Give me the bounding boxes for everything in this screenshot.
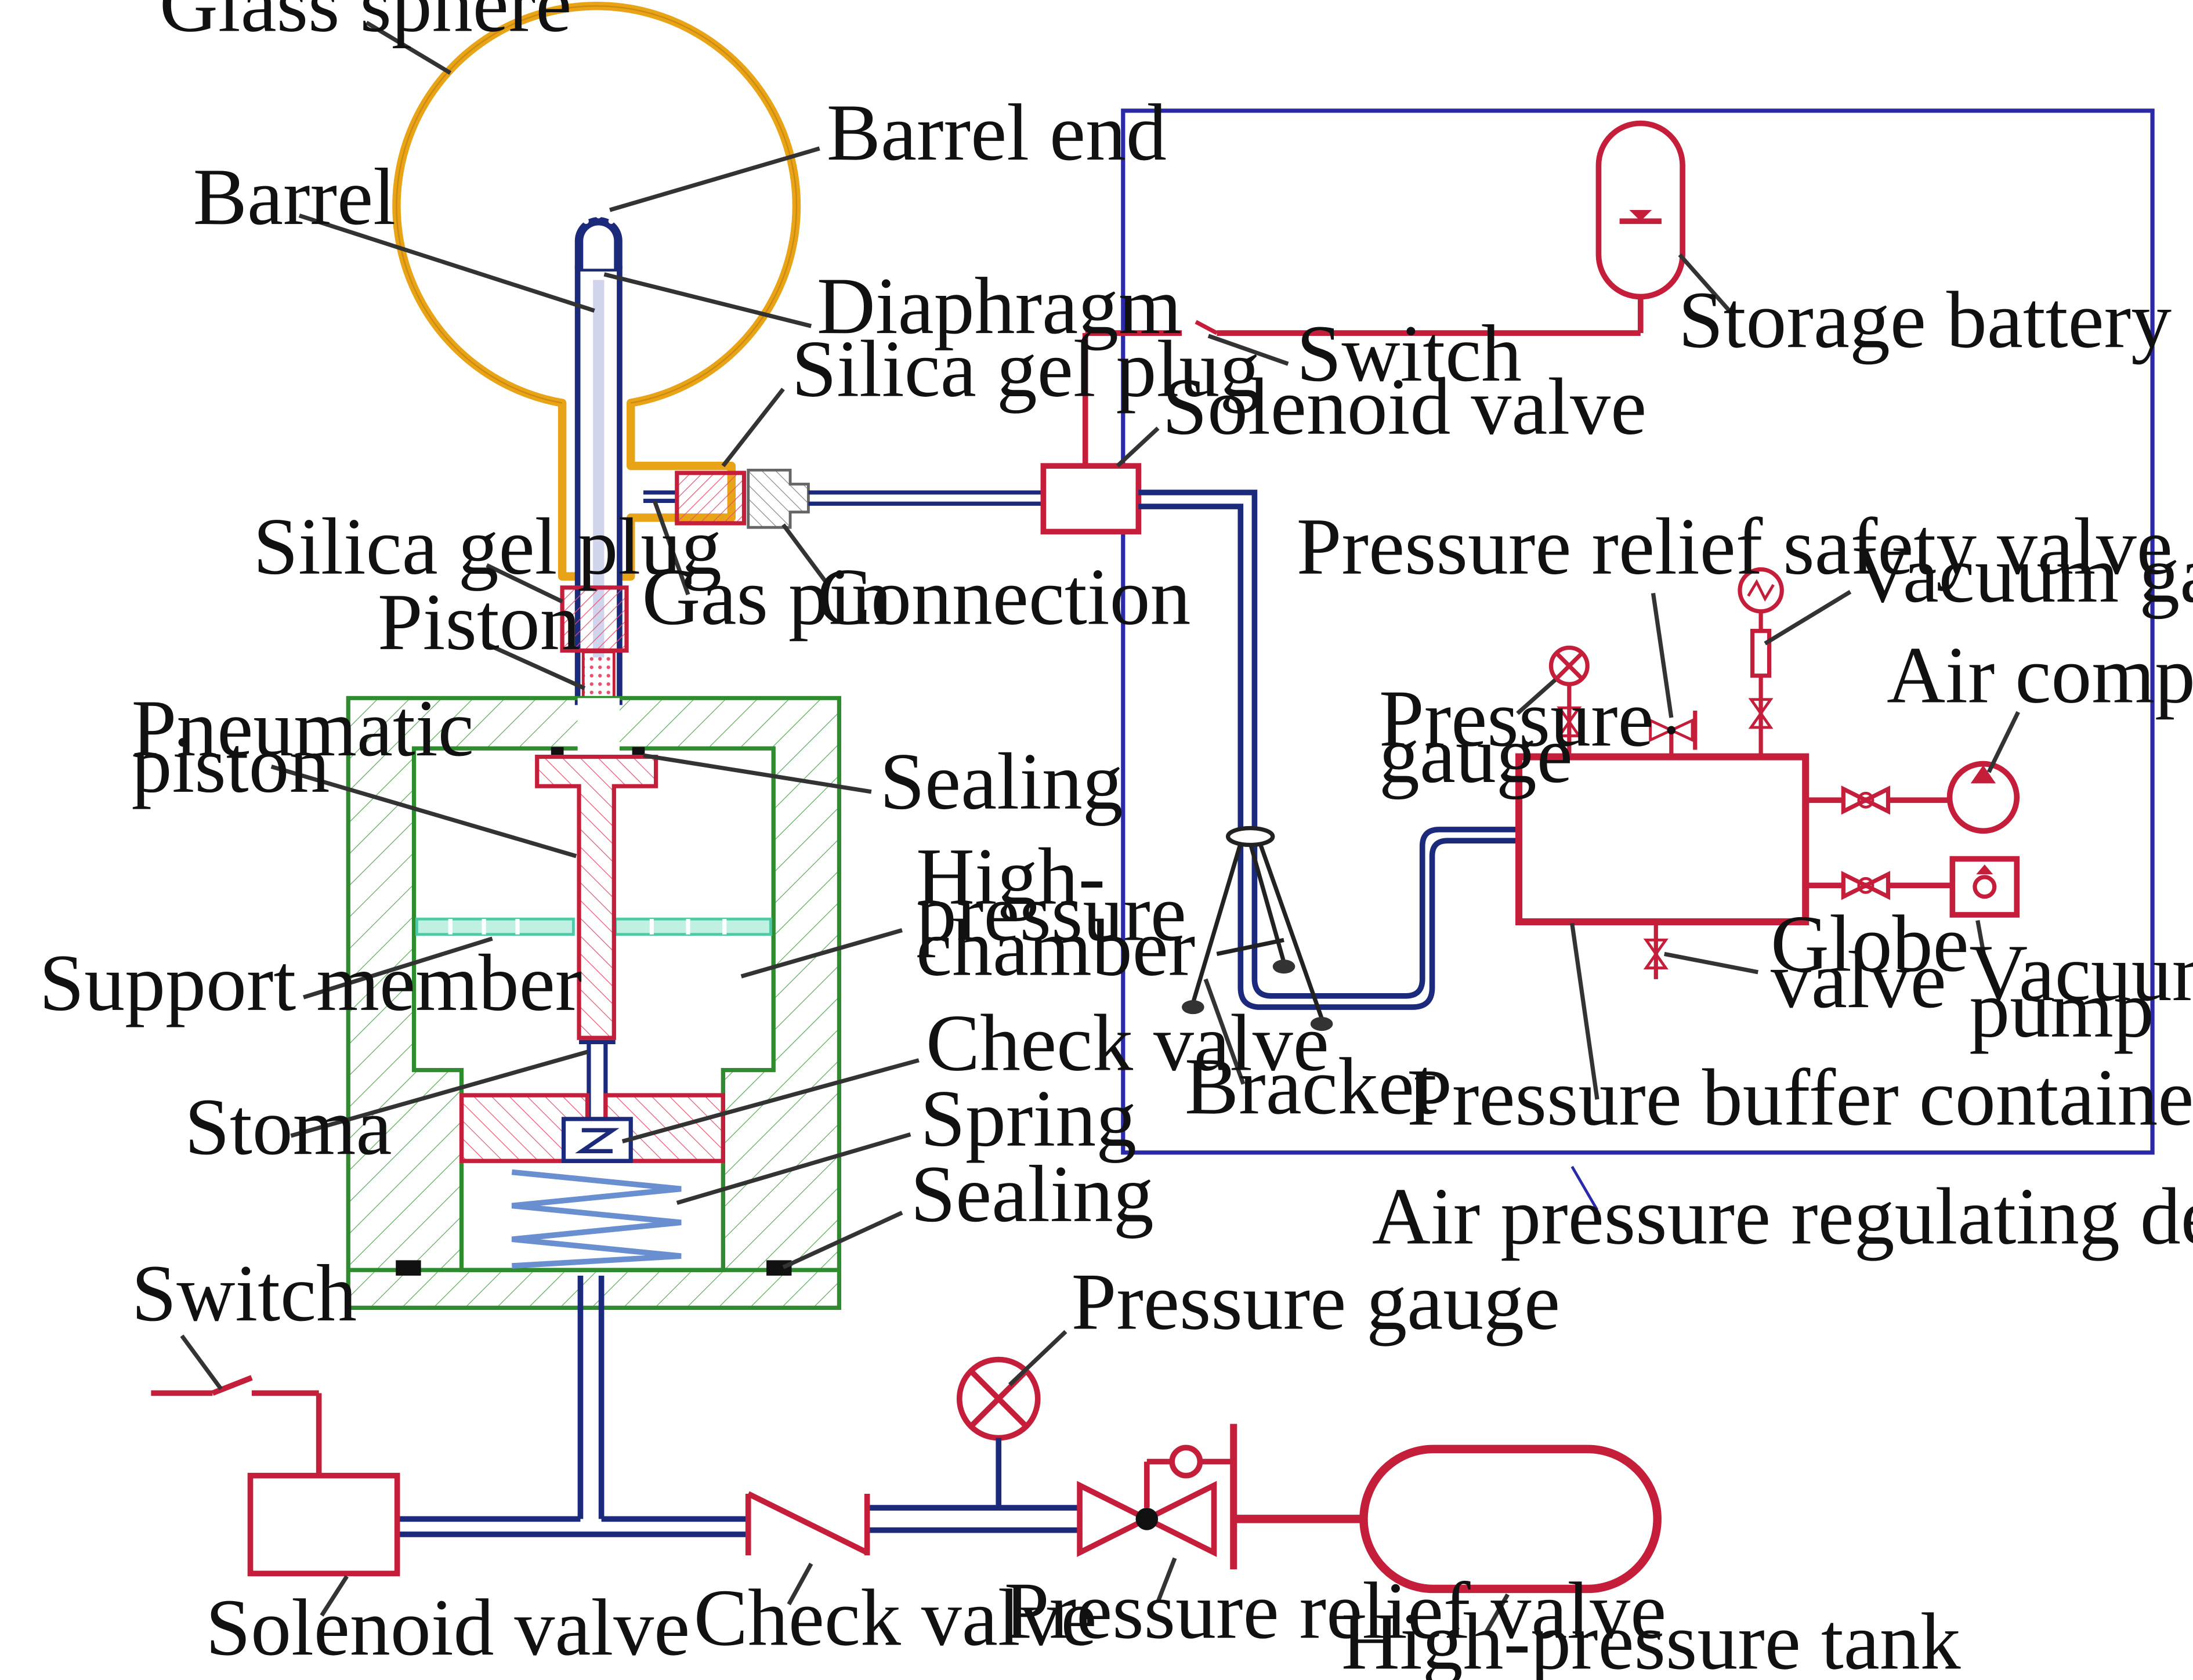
sealing-bottom-right bbox=[766, 1260, 792, 1276]
label-silica-gel-plug-left: Silica gel plug bbox=[253, 502, 722, 592]
support-member bbox=[415, 917, 772, 936]
label-bracket: Bracket bbox=[1185, 1041, 1437, 1131]
vacuum-gauge bbox=[1738, 567, 1784, 757]
label-pressure-gauge-right-1: Pressure bbox=[1379, 674, 1654, 763]
label-high-pressure-tank: High-pressure tank bbox=[1341, 1596, 1961, 1680]
label-storage-battery: Storage battery bbox=[1678, 275, 2172, 365]
label-vacuum-gauge: Vacuum gauge bbox=[1853, 530, 2193, 620]
labels: Glass sphere Barrel end Barrel Diaphragm… bbox=[39, 0, 2193, 1680]
spring bbox=[511, 1169, 682, 1269]
label-pressure-relief-safety-valve: Pressure relief safety valve bbox=[1297, 502, 2173, 592]
label-glass-sphere: Glass sphere bbox=[160, 0, 572, 49]
switch-bottom bbox=[151, 1375, 322, 1476]
label-switch-top: Switch bbox=[1297, 309, 1522, 399]
label-pneumatic-piston-1: Pneumatic bbox=[132, 683, 474, 773]
main-pipe bbox=[399, 1275, 1080, 1537]
pressure-gauge-right bbox=[1548, 645, 1590, 757]
label-pressure-gauge-bottom: Pressure gauge bbox=[1072, 1257, 1560, 1347]
label-high-pressure-chamber-3: chamber bbox=[916, 903, 1195, 993]
check-valve-internal bbox=[561, 1117, 633, 1163]
side-port bbox=[643, 468, 1042, 529]
label-pressure-buffer-container: Pressure buffer container bbox=[1407, 1053, 2193, 1143]
connection-fitting bbox=[747, 468, 810, 529]
sealing-top-right bbox=[632, 747, 645, 757]
sealing-bottom-left bbox=[396, 1260, 421, 1276]
label-check-valve-upper: Check valve bbox=[926, 998, 1329, 1088]
label-connection: Connection bbox=[817, 552, 1191, 642]
pressure-gauge-bottom bbox=[956, 1356, 1041, 1508]
label-vacuum-pump-2: pump bbox=[1969, 965, 2154, 1055]
label-solenoid-valve-top: Solenoid valve bbox=[1162, 362, 1646, 452]
label-globe-valve-2: valve bbox=[1771, 935, 1946, 1025]
label-air-compressor: Air compressor bbox=[1887, 631, 2193, 720]
leader-lines bbox=[180, 20, 2020, 1635]
label-spring: Spring bbox=[920, 1074, 1137, 1164]
label-diaphragm: Diaphragm bbox=[817, 261, 1182, 351]
label-stoma: Stoma bbox=[184, 1082, 392, 1172]
label-high-pressure-chamber-1: High- bbox=[916, 832, 1105, 922]
globe-valve bbox=[1643, 922, 1669, 979]
label-pressure-gauge-right-2: gauge bbox=[1379, 710, 1573, 800]
barrel-end bbox=[574, 212, 623, 269]
label-support-member: Support member bbox=[39, 938, 582, 1028]
label-pressure-relief-valve: Pressure relief valve bbox=[1004, 1566, 1666, 1656]
pressure-relief-valve bbox=[1077, 1424, 1364, 1570]
label-pneumatic-piston-2: piston bbox=[132, 720, 330, 810]
high-pressure-tank bbox=[1359, 1444, 1662, 1594]
silica-gel-plug-upper bbox=[675, 470, 747, 526]
pressure-buffer-container bbox=[1515, 753, 1810, 926]
label-sealing-bottom: Sealing bbox=[910, 1149, 1153, 1239]
label-piston: Piston bbox=[378, 577, 581, 667]
check-valve-bottom bbox=[745, 1491, 870, 1556]
label-barrel: Barrel bbox=[193, 152, 396, 242]
label-silica-gel-plug-top: Silica gel plug bbox=[791, 324, 1260, 414]
device-pipe bbox=[1138, 490, 1519, 1010]
label-barrel-end: Barrel end bbox=[827, 88, 1167, 178]
glass-sphere bbox=[392, 2, 801, 581]
label-globe-valve-1: Globe bbox=[1771, 899, 1969, 989]
bracket bbox=[1182, 825, 1333, 1031]
label-high-pressure-chamber-2: pressure bbox=[916, 868, 1186, 958]
label-switch-bottom: Switch bbox=[132, 1248, 357, 1338]
device-frame bbox=[1121, 108, 2155, 1155]
label-solenoid-valve-bottom: Solenoid valve bbox=[205, 1583, 690, 1672]
label-air-pressure-regulating-device: Air pressure regulating device bbox=[1372, 1171, 2193, 1261]
vacuum-pump bbox=[1805, 856, 2020, 918]
solenoid-valve-bottom bbox=[247, 1472, 400, 1577]
label-sealing-top: Sealing bbox=[880, 737, 1123, 827]
label-check-valve-bottom: Check valve bbox=[694, 1573, 1097, 1663]
silica-gel-plug-lower bbox=[560, 585, 629, 653]
label-gas-pin: Gas pin bbox=[642, 552, 892, 642]
air-compressor bbox=[1805, 761, 2020, 834]
pressure-relief-safety-valve bbox=[1649, 711, 1698, 757]
switch-top bbox=[1082, 320, 1641, 466]
solenoid-valve-top bbox=[1040, 463, 1142, 535]
label-vacuum-pump-1: Vacuum bbox=[1969, 928, 2193, 1018]
pneumatic-piston bbox=[535, 754, 658, 1040]
storage-battery bbox=[1595, 120, 1685, 334]
sealing-top-left bbox=[551, 747, 564, 757]
